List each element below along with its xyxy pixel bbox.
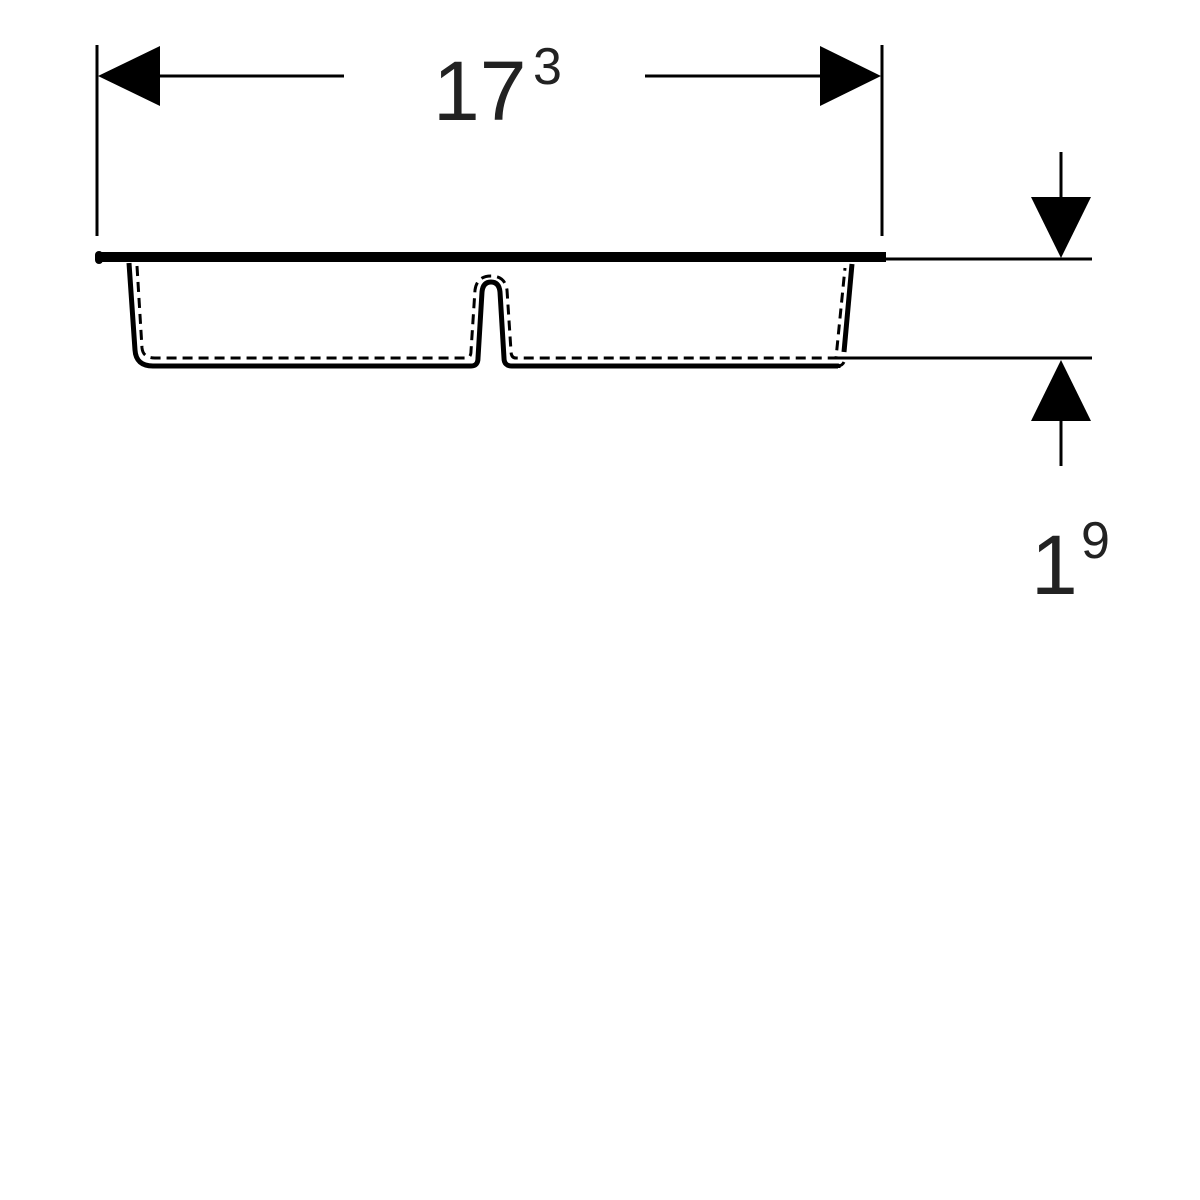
width-arrow-right-icon <box>820 46 881 106</box>
height-arrow-up-icon <box>1031 360 1091 421</box>
width-value-main: 17 <box>433 44 526 138</box>
width-dimension: 17 3 <box>95 38 884 236</box>
width-dimension-label: 17 <box>433 44 526 138</box>
height-arrow-down-icon <box>1031 197 1091 258</box>
height-dimension-superscript: 9 <box>1081 512 1110 570</box>
height-dimension-label: 1 <box>1031 518 1078 612</box>
width-dimension-superscript: 3 <box>533 38 562 96</box>
height-value-main: 1 <box>1031 518 1078 612</box>
height-dimension: 1 9 <box>836 152 1110 612</box>
tray-rim <box>97 252 886 262</box>
tray-profile <box>95 251 886 369</box>
width-arrow-left-icon <box>98 46 160 106</box>
tray-rim-cap <box>95 251 103 264</box>
tray-right-wall <box>841 263 855 353</box>
tray-inner-contour <box>135 265 847 360</box>
tray-right-corner <box>837 361 846 368</box>
tray-outer-wall <box>126 262 841 369</box>
